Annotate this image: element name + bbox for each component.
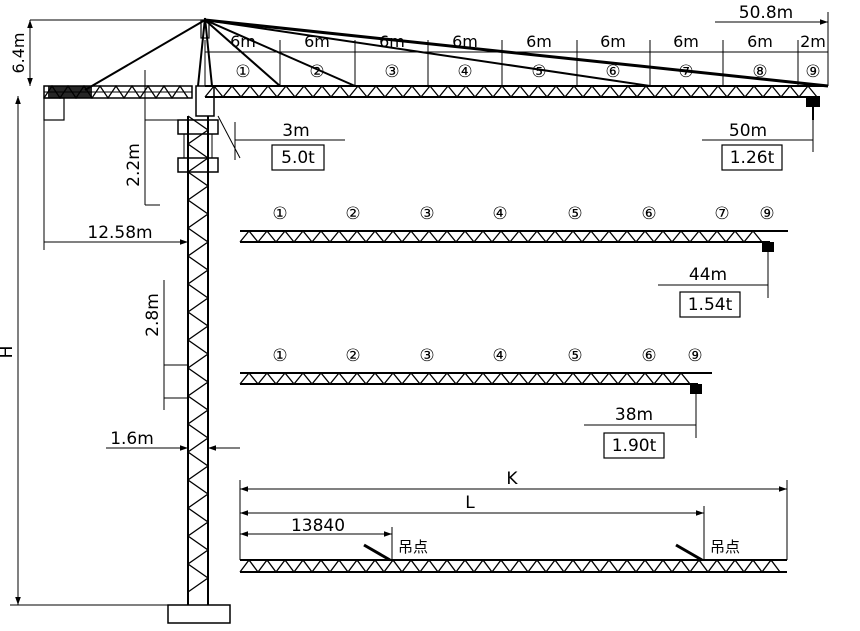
- hook-near: 3m 5.0t: [217, 115, 345, 171]
- jib-config-b: 44m 1.54t: [239, 229, 788, 318]
- truss-lacing: [204, 84, 818, 99]
- dim-total-length: K: [239, 469, 788, 560]
- seg-label-6: 6m: [600, 32, 626, 51]
- dim-head-height-label: 6.4m: [9, 32, 28, 73]
- tip-reach-c-label: 38m: [615, 405, 653, 425]
- tip-load-b-label: 1.54t: [688, 295, 733, 315]
- dim-counter-jib: 12.58m: [43, 110, 188, 250]
- seg-label-7: 6m: [673, 32, 699, 51]
- jib-config-c: 38m 1.90t: [239, 371, 712, 459]
- truss-lacing: [239, 229, 763, 244]
- dim-head-height: 6.4m: [9, 19, 205, 86]
- tower-mast: [167, 115, 231, 624]
- dim-top-total-label: 50.8m: [739, 3, 793, 23]
- jib-c-num-9: ⑨: [687, 346, 702, 366]
- dim-total-length-label: K: [506, 469, 518, 489]
- dim-lift-offset: 13840: [240, 516, 393, 560]
- seg-num-2: ②: [309, 62, 324, 82]
- tower-head: [195, 17, 215, 117]
- seg-label-9: 2m: [800, 32, 826, 51]
- tip-load-c-box: [603, 432, 665, 459]
- dim-lift-length-label: L: [465, 493, 475, 513]
- jib-c-num-2: ②: [345, 346, 360, 366]
- dim-mast-width-label: 1.6m: [110, 429, 154, 449]
- jib-b-num-5: ⑤: [567, 204, 582, 224]
- tip-load-a-label: 1.26t: [730, 148, 775, 168]
- jib-c-num-4: ④: [492, 346, 507, 366]
- jib-b-num-6: ⑥: [641, 204, 656, 224]
- hook-load-label: 5.0t: [281, 148, 315, 168]
- top-segment-dividers: [204, 40, 829, 86]
- dim-section-2-2-label: 2.2m: [124, 143, 144, 187]
- tip-load-b-box: [679, 291, 741, 318]
- lift-point-markers: 吊点 吊点: [363, 538, 740, 562]
- seg-label-2: 6m: [304, 32, 330, 51]
- jib-b-num-3: ③: [419, 204, 434, 224]
- dim-top-total: 50.8m: [715, 3, 829, 40]
- dim-section-2-8: 2.8m: [143, 280, 188, 410]
- counter-jib: [43, 19, 206, 121]
- seg-num-1: ①: [235, 62, 250, 82]
- seg-num-9: ⑨: [805, 62, 820, 82]
- seg-num-4: ④: [457, 62, 472, 82]
- jib-b-num-1: ①: [272, 204, 287, 224]
- jib-b-num-2: ②: [345, 204, 360, 224]
- dim-lift-length: L: [240, 493, 705, 560]
- dim-section-2-2: 2.2m: [124, 70, 188, 206]
- tip-load-c-label: 1.90t: [612, 436, 657, 456]
- jib-c-num-1: ①: [272, 346, 287, 366]
- seg-label-8: 6m: [747, 32, 773, 51]
- top-segment-numbers: ① ② ③ ④ ⑤ ⑥ ⑦ ⑧ ⑨: [235, 62, 820, 82]
- lifting-jib: [239, 558, 787, 574]
- tip-load-a: 50m 1.26t: [702, 121, 813, 171]
- tip-reach-b-label: 44m: [689, 265, 727, 285]
- jib-c-numbers: ① ② ③ ④ ⑤ ⑥ ⑨: [272, 346, 702, 366]
- jib-b-num-4: ④: [492, 204, 507, 224]
- dim-hook-offset-label: 3m: [282, 121, 309, 141]
- jib-b-num-9: ⑨: [759, 204, 774, 224]
- seg-num-3: ③: [384, 62, 399, 82]
- dim-counter-jib-label: 12.58m: [87, 223, 152, 243]
- seg-num-6: ⑥: [605, 62, 620, 82]
- jib-c-num-5: ⑤: [567, 346, 582, 366]
- dim-height: H: [0, 96, 188, 606]
- jib-b-num-7: ⑦: [714, 204, 729, 224]
- jib-c-num-6: ⑥: [641, 346, 656, 366]
- seg-label-1: 6m: [230, 32, 256, 51]
- tip-load-a-box: [721, 144, 783, 171]
- seg-label-4: 6m: [452, 32, 478, 51]
- seg-label-3: 6m: [379, 32, 405, 51]
- dim-mast-width: 1.6m: [106, 429, 240, 451]
- truss-lacing: [239, 371, 691, 386]
- seg-label-5: 6m: [526, 32, 552, 51]
- mast-lacing: [186, 115, 210, 593]
- seg-num-7: ⑦: [678, 62, 693, 82]
- seg-num-5: ⑤: [531, 62, 546, 82]
- hook-load-box: [271, 144, 325, 171]
- top-segment-labels: 6m 6m 6m 6m 6m 6m 6m 6m 2m: [230, 32, 826, 51]
- jib-c-num-3: ③: [419, 346, 434, 366]
- dim-height-label: H: [0, 346, 17, 359]
- seg-num-8: ⑧: [752, 62, 767, 82]
- jib-b-numbers: ① ② ③ ④ ⑤ ⑥ ⑦ ⑨: [272, 204, 774, 224]
- lift-point-2-label: 吊点: [710, 538, 740, 556]
- dim-lift-offset-label: 13840: [291, 516, 345, 536]
- tip-reach-a-label: 50m: [729, 121, 767, 141]
- truss-lacing: [239, 558, 781, 574]
- lift-point-1-label: 吊点: [398, 538, 428, 556]
- dim-section-2-8-label: 2.8m: [143, 293, 163, 337]
